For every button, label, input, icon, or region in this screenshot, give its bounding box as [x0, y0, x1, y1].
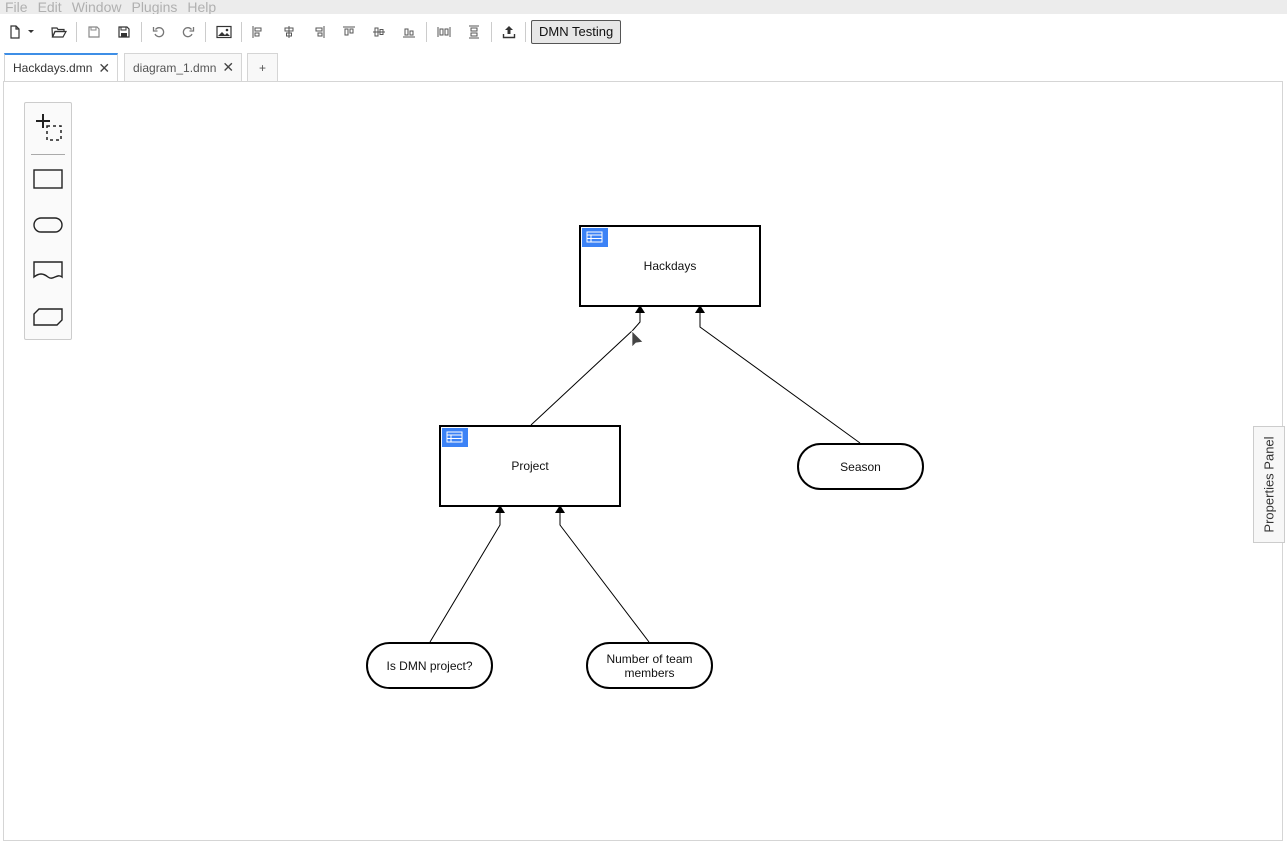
- redo-button[interactable]: [177, 21, 199, 43]
- undo-button[interactable]: [148, 21, 170, 43]
- toolbar-separator: [525, 22, 526, 42]
- align-left-icon: [252, 26, 262, 38]
- align-middle-icon: [373, 27, 385, 37]
- lasso-tool-icon: [36, 114, 62, 141]
- align-right-button[interactable]: [308, 21, 330, 43]
- connection-is-dmn-to-project[interactable]: [429, 512, 501, 643]
- menubar: File Edit Window Plugins Help: [0, 0, 1287, 14]
- add-tab-button[interactable]: +: [247, 53, 278, 81]
- input-season[interactable]: [797, 443, 924, 490]
- folder-open-icon: [51, 27, 67, 38]
- create-business-knowledge-model-tool[interactable]: [25, 297, 71, 337]
- align-bottom-icon: [403, 28, 415, 38]
- align-center-button[interactable]: [278, 21, 300, 43]
- toolbar-separator: [241, 22, 242, 42]
- align-top-icon: [343, 26, 355, 36]
- create-input-data-tool[interactable]: [25, 205, 71, 245]
- close-icon[interactable]: ✕: [98, 59, 111, 76]
- input-label: Number of team members: [606, 651, 693, 680]
- connection-team-members-to-project[interactable]: [559, 512, 650, 643]
- toolbar-separator: [491, 22, 492, 42]
- image-icon: [216, 25, 232, 39]
- arrowhead: [495, 505, 505, 513]
- toolbar-separator: [141, 22, 142, 42]
- align-top-button[interactable]: [338, 21, 360, 43]
- align-bottom-button[interactable]: [398, 21, 420, 43]
- properties-panel-toggle[interactable]: Properties Panel: [1253, 426, 1285, 543]
- open-file-button[interactable]: [48, 21, 70, 43]
- mouse-cursor-icon: [631, 330, 644, 348]
- align-center-icon: [284, 26, 294, 38]
- arrowhead: [555, 505, 565, 513]
- input-label: Is DMN project?: [386, 658, 473, 673]
- deploy-button[interactable]: [498, 21, 520, 43]
- decision-table-icon: [442, 428, 468, 447]
- caret-down-icon: [28, 30, 34, 33]
- new-file-dropdown[interactable]: [24, 21, 38, 43]
- menu-window[interactable]: Window: [71, 0, 122, 15]
- distribute-vertical-icon: [469, 25, 479, 39]
- tab-hackdays-dmn[interactable]: Hackdays.dmn ✕: [4, 53, 118, 81]
- dmn-testing-button[interactable]: DMN Testing: [531, 20, 622, 44]
- tab-label: diagram_1.dmn: [133, 60, 217, 75]
- align-right-icon: [315, 26, 325, 38]
- arrowhead: [635, 305, 645, 313]
- decision-label: Project: [511, 459, 549, 473]
- menu-help[interactable]: Help: [187, 0, 217, 15]
- export-image-button[interactable]: [213, 21, 235, 43]
- toolbar-separator: [76, 22, 77, 42]
- decision-project[interactable]: [439, 425, 621, 507]
- distribute-vertical-button[interactable]: [463, 21, 485, 43]
- tab-bar: Hackdays.dmn ✕ diagram_1.dmn ✕ +: [0, 50, 1287, 82]
- save-as-button[interactable]: [113, 21, 135, 43]
- diagram-canvas[interactable]: [3, 81, 1283, 841]
- knowledge-source-icon: [33, 261, 63, 279]
- menu-file[interactable]: File: [5, 0, 28, 15]
- distribute-horizontal-icon: [437, 27, 451, 37]
- input-number-of-team-members[interactable]: [586, 642, 713, 689]
- tool-palette: [24, 102, 72, 340]
- redo-icon: [182, 27, 195, 38]
- new-file-button[interactable]: [4, 21, 26, 43]
- properties-panel-label: Properties Panel: [1261, 436, 1277, 533]
- upload-icon: [502, 26, 516, 39]
- input-label: Season: [840, 459, 881, 474]
- create-decision-tool[interactable]: [25, 159, 71, 199]
- decision-label: Hackdays: [643, 259, 697, 273]
- new-file-icon: [10, 25, 20, 39]
- menu-edit[interactable]: Edit: [37, 0, 62, 15]
- decision-rectangle-icon: [33, 169, 63, 189]
- undo-icon: [152, 27, 165, 38]
- toolbar: DMN Testing: [0, 14, 1287, 50]
- align-middle-button[interactable]: [368, 21, 390, 43]
- toolbar-separator: [426, 22, 427, 42]
- decision-hackdays[interactable]: [579, 225, 761, 307]
- business-knowledge-model-icon: [33, 308, 63, 326]
- close-icon[interactable]: ✕: [222, 59, 235, 75]
- connection-project-to-hackdays[interactable]: [530, 312, 641, 426]
- tab-diagram-1-dmn[interactable]: diagram_1.dmn ✕: [124, 53, 242, 81]
- input-is-dmn-project[interactable]: [366, 642, 493, 689]
- save-icon: [88, 26, 100, 38]
- distribute-horizontal-button[interactable]: [433, 21, 455, 43]
- input-data-icon: [33, 217, 63, 233]
- decision-table-icon: [582, 228, 608, 247]
- lasso-tool[interactable]: [25, 107, 71, 147]
- arrowhead: [695, 305, 705, 313]
- save-button[interactable]: [83, 21, 105, 43]
- palette-separator: [31, 154, 65, 155]
- connection-season-to-hackdays[interactable]: [699, 312, 861, 444]
- create-knowledge-source-tool[interactable]: [25, 251, 71, 291]
- tab-label: Hackdays.dmn: [13, 61, 93, 75]
- toolbar-separator: [205, 22, 206, 42]
- menu-plugins[interactable]: Plugins: [131, 0, 178, 15]
- align-left-button[interactable]: [247, 21, 269, 43]
- save-as-icon: [118, 26, 130, 38]
